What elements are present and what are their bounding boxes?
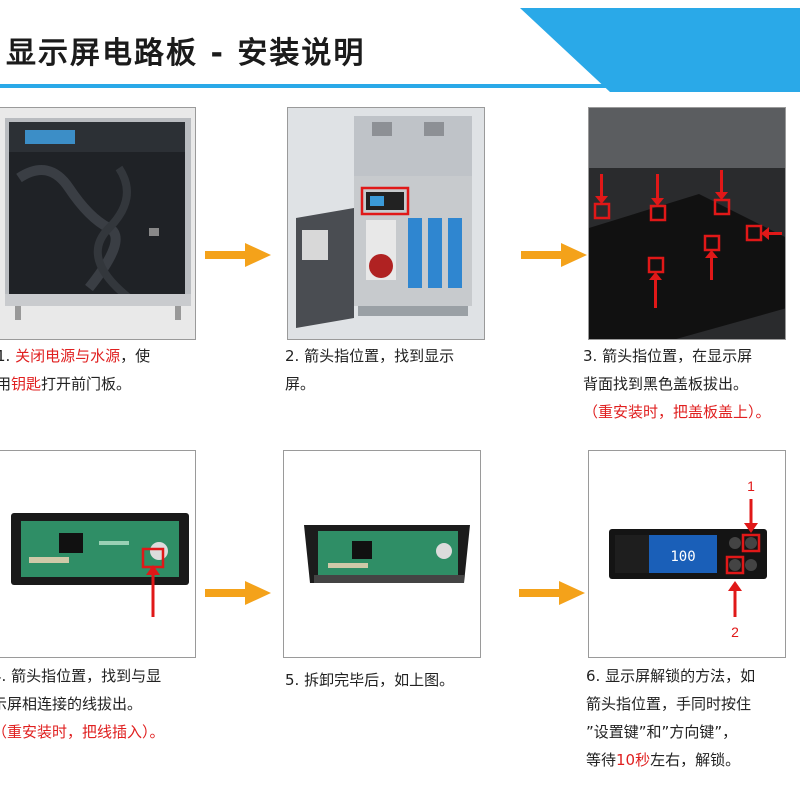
caption-line: 6. 显示屏解锁的方法，如 [586,667,756,685]
caption-line: 2. 箭头指位置，找到显示 [285,347,455,365]
photo-step-3 [588,107,786,340]
caption-highlight: 10秒 [616,751,651,769]
header-banner: 显示屏电路板 - 安装说明 [0,0,800,92]
caption-highlight: 钥匙 [11,375,42,393]
caption-step-3: 3. 箭头指位置，在显示屏 背面找到黑色盖板拔出。 （重安装时，把盖板盖上）。 [583,342,771,426]
arrow-right-icon [205,581,271,605]
caption-line: 背面找到黑色盖板拔出。 [583,375,749,393]
caption-line: 等待10秒左右，解锁。 [586,746,755,774]
photo-step-2 [287,107,485,340]
caption-note: （重安装时，把线插入）。 [0,723,165,741]
caption-line: 屏。 [285,375,316,393]
photo-step-5 [283,450,481,658]
caption-highlight: 关闭电源与水源 [15,347,121,365]
caption-step-2: 2. 箭头指位置，找到显示 屏。 [285,342,454,398]
caption-step-6: 6. 显示屏解锁的方法，如 箭头指位置，手同时按住 ”设置键”和”方向键”， 等… [586,662,755,774]
panel-temp-readout: 100 [670,549,695,565]
banner-underline [0,84,800,88]
caption-text: 1. [0,347,11,365]
panel-label-2: 2 [731,624,739,640]
caption-line: 箭头指位置，手同时按住 [586,695,752,713]
caption-line: 示屏相连接的线拔出。 [0,695,143,713]
caption-text: 等待 [586,751,617,769]
circuit-board-image [0,451,195,657]
caption-step-5: 5. 拆卸完毕后，如上图。 [285,666,454,694]
banner-decoration [520,8,610,92]
caption-step-1: 1. 关闭电源与水源，使 用钥匙打开前门板。 [0,342,150,398]
caption-line: 3. 箭头指位置，在显示屏 [583,347,753,365]
caption-text: 打开前门板。 [41,375,132,393]
page-title: 显示屏电路板 - 安装说明 [6,36,366,71]
photo-step-1 [0,107,196,340]
banner-decoration-bar [610,8,800,92]
caption-line: ”设置键”和”方向键”， [586,723,738,741]
caption-line: 用钥匙打开前门板。 [0,370,150,398]
arrow-right-icon [205,243,271,267]
photo-step-6: 100 1 2 [588,450,786,658]
machine-open-image [288,108,484,339]
caption-line: 5. 拆卸完毕后，如上图。 [285,671,455,689]
arrow-right-icon [519,581,585,605]
caption-note: （重安装时，把盖板盖上）。 [583,403,771,421]
removed-board-image [284,451,480,657]
caption-text: 用 [0,375,12,393]
caption-text: 左右，解锁。 [650,751,741,769]
caption-line: 4. 箭头指位置，找到与显 [0,667,162,685]
photo-step-4 [0,450,196,658]
display-panel-image: 100 1 2 [589,451,785,657]
caption-line: 1. 关闭电源与水源，使 [0,342,150,370]
caption-step-4: 4. 箭头指位置，找到与显 示屏相连接的线拔出。 （重安装时，把线插入）。 [0,662,165,746]
cabinet-image [0,108,195,339]
caption-text: ，使 [120,347,151,365]
display-back-image [589,108,785,339]
panel-label-1: 1 [747,478,755,494]
arrow-right-icon [521,243,587,267]
